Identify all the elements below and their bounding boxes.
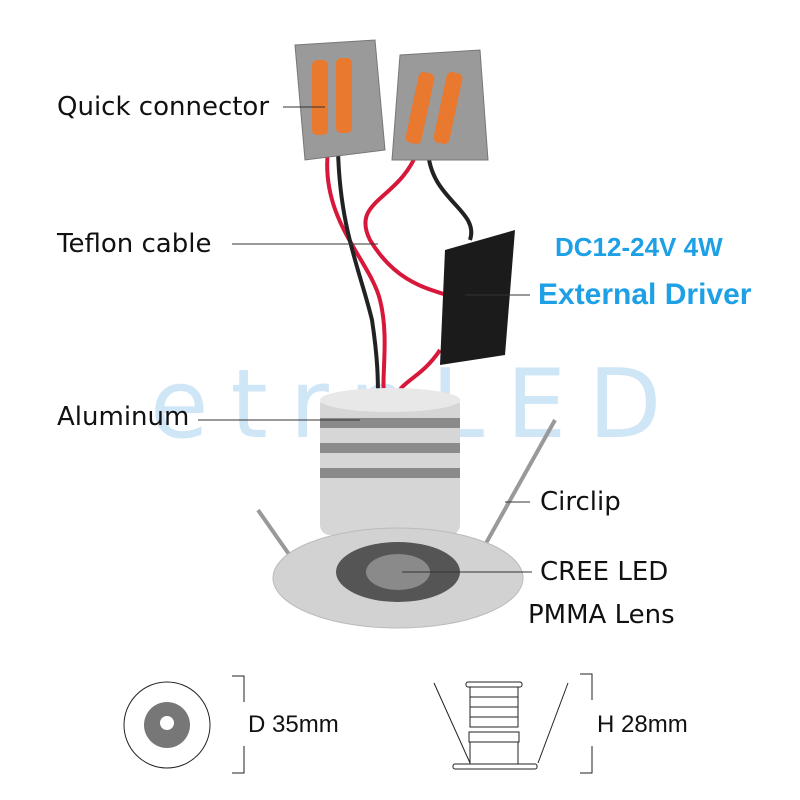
teflon-cable bbox=[325, 149, 474, 401]
quick-connector-right bbox=[391, 49, 489, 161]
dimension-height: H 28mm bbox=[597, 711, 688, 738]
label-teflon-cable: Teflon cable bbox=[57, 229, 212, 259]
label-aluminum: Aluminum bbox=[57, 402, 190, 432]
label-pmma-lens: PMMA Lens bbox=[528, 600, 675, 630]
circlip-right bbox=[483, 419, 557, 546]
external-driver bbox=[440, 230, 515, 365]
dimension-diameter: D 35mm bbox=[248, 711, 339, 738]
driver-spec: DC12-24V 4W bbox=[555, 232, 723, 262]
quick-connector-left bbox=[294, 39, 386, 161]
label-circlip: Circlip bbox=[540, 487, 621, 517]
leader-lines bbox=[198, 106, 532, 573]
driver-name: External Driver bbox=[538, 278, 752, 311]
side-view-drawing bbox=[433, 673, 593, 774]
cree-led bbox=[366, 554, 430, 590]
aluminum-housing bbox=[320, 388, 460, 535]
label-cree-led: CREE LED bbox=[540, 557, 669, 587]
front-view-drawing bbox=[123, 675, 245, 774]
label-quick-connector: Quick connector bbox=[57, 92, 270, 122]
